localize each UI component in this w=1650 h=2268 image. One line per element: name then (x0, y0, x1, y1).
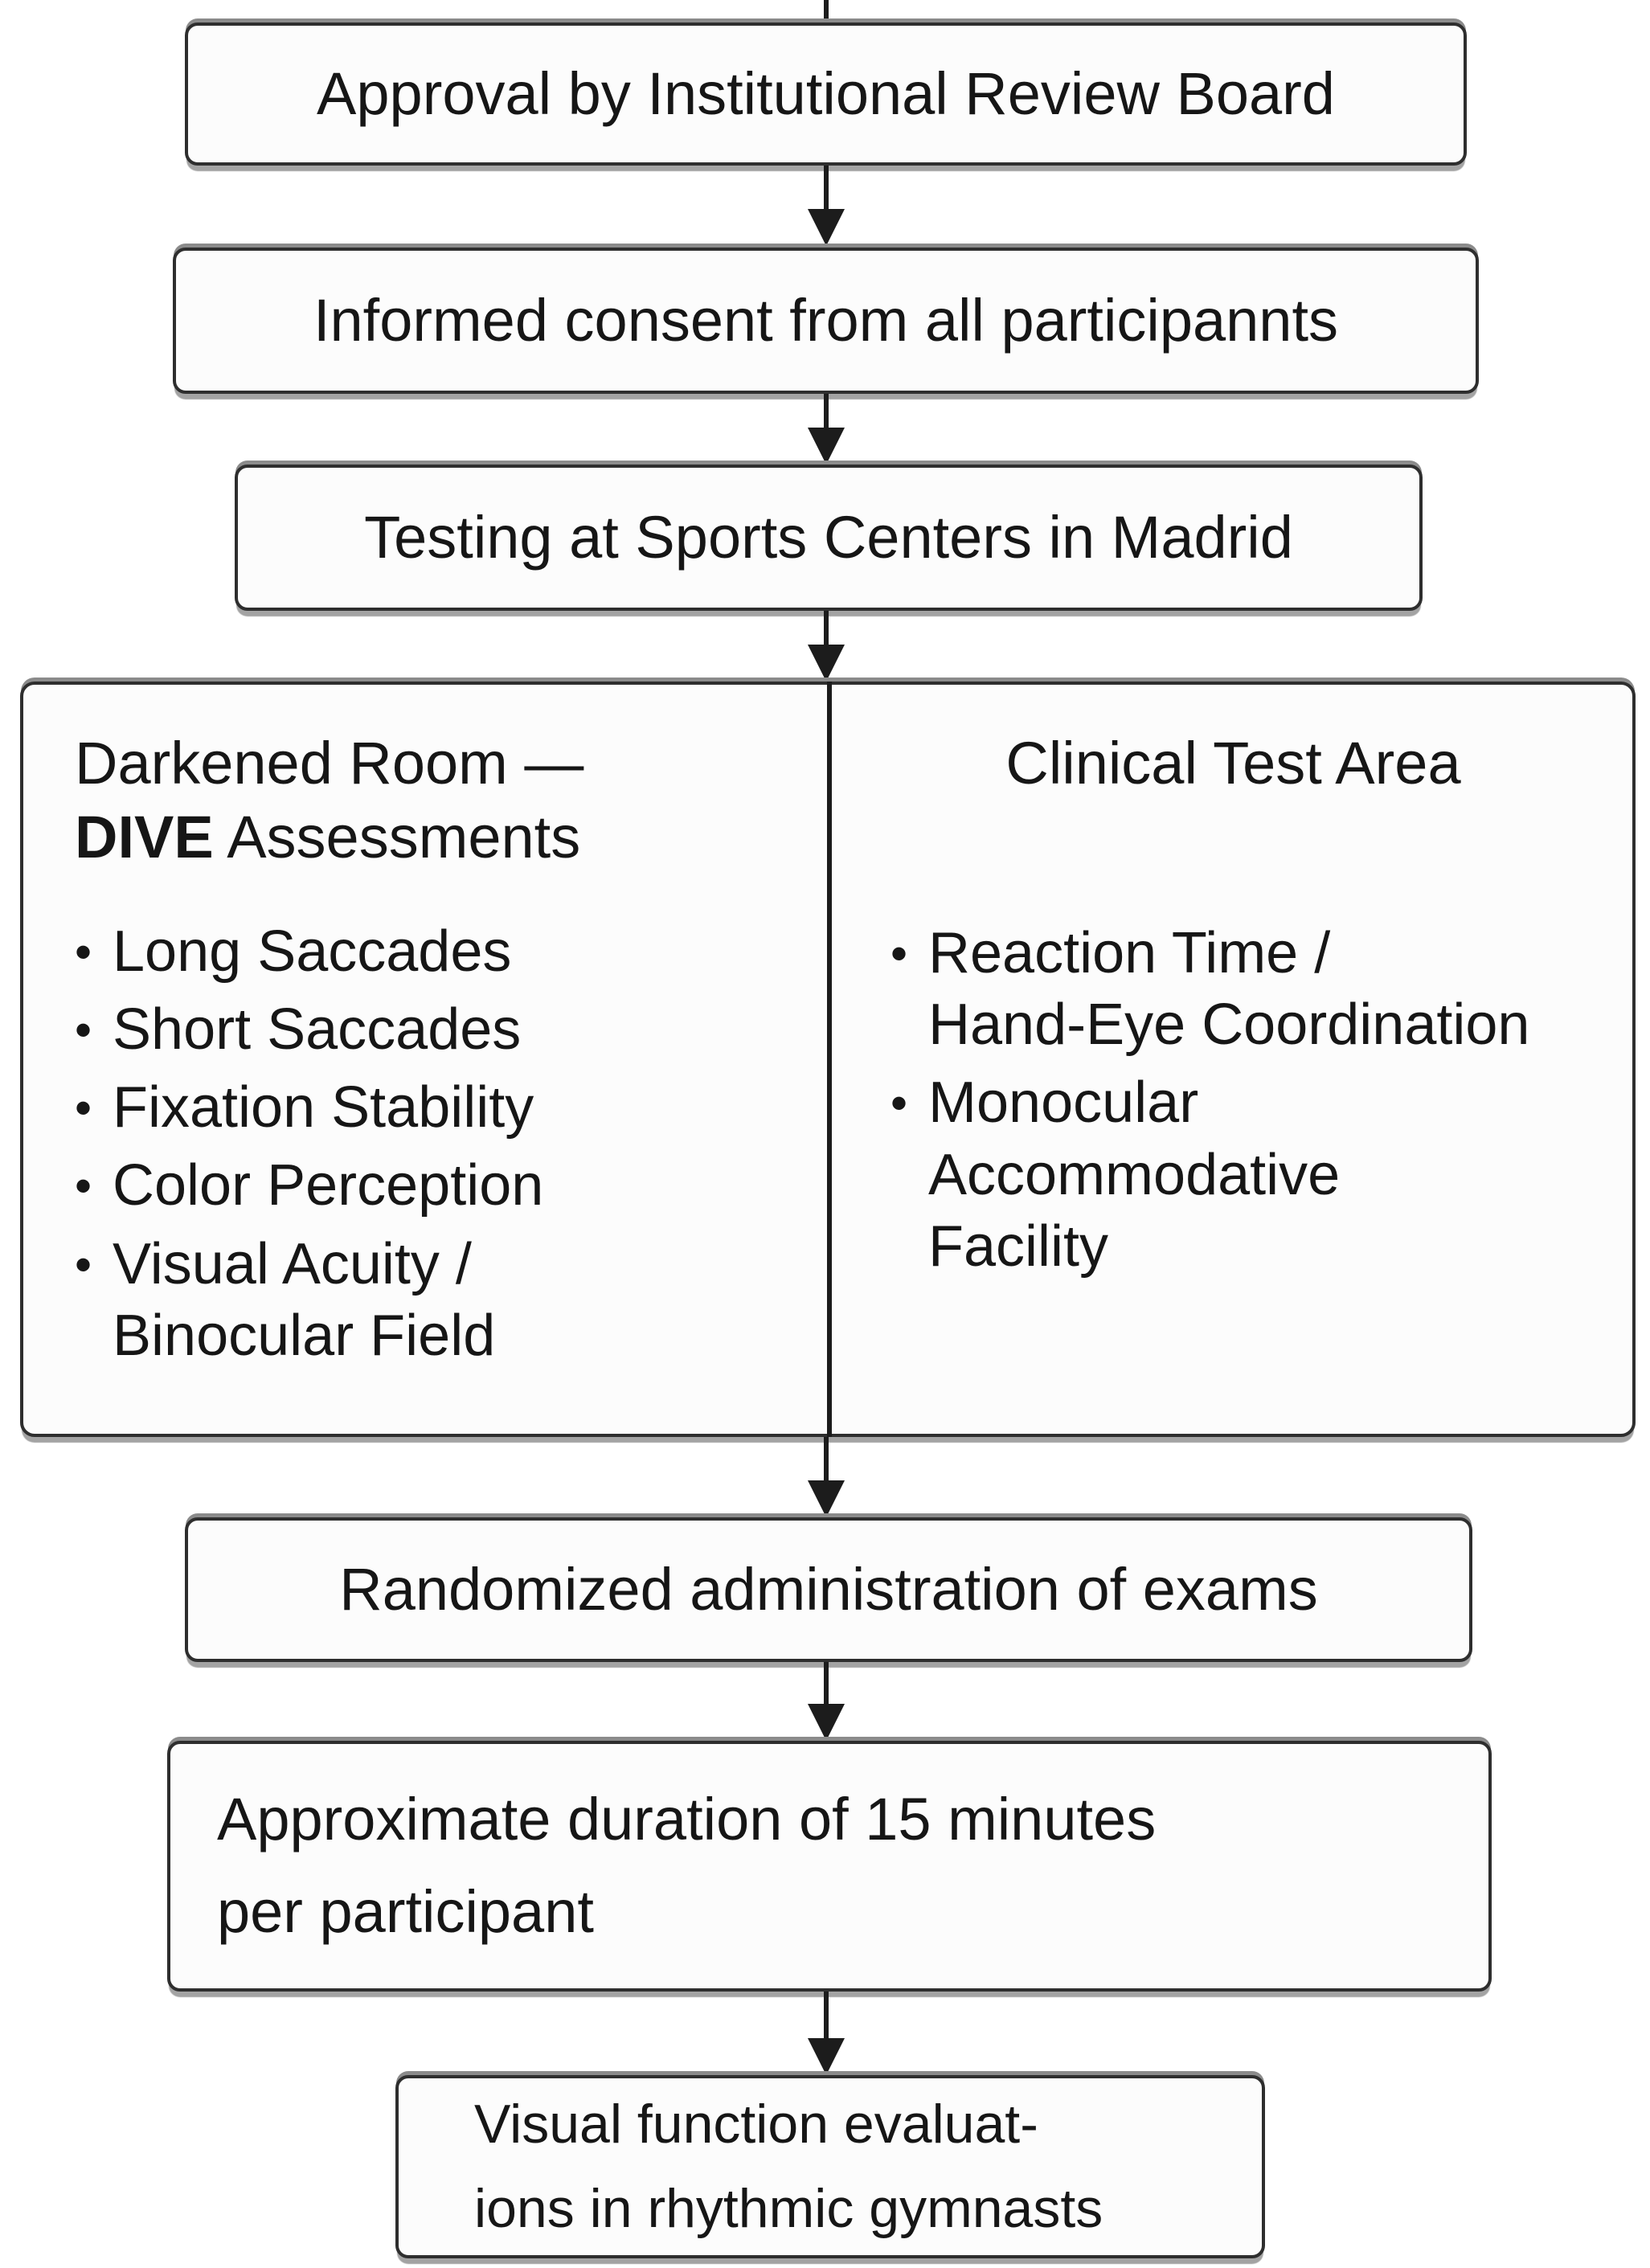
conclusion-line2: ions in rhythmic gymnasts (474, 2178, 1103, 2239)
bullet-icon: • (891, 926, 908, 980)
list-item: • Monocular Accommodative Facility (891, 1067, 1608, 1283)
darkened-room-title-line2: DIVE Assessments (75, 803, 581, 870)
clinical-test-list: • Reaction Time / Hand-Eye Coordination … (891, 918, 1608, 1283)
arrow-shaft (824, 166, 829, 209)
flow-node-label: Testing at Sports Centers in Madrid (364, 503, 1293, 571)
arrow-head-icon (808, 209, 845, 246)
bullet-icon: • (75, 1159, 92, 1214)
dive-assessment-list: • Long Saccades • Short Saccades • Fixat… (75, 916, 804, 1373)
duration-line2: per participant (217, 1878, 594, 1945)
list-item: • Short Saccades (75, 994, 804, 1066)
clinical-test-title: Clinical Test Area (1005, 730, 1461, 796)
arrow-connector-3 (806, 611, 846, 682)
arrow-head-icon (808, 645, 845, 682)
arrow-head-icon (808, 2038, 845, 2075)
flow-node-duration: Approximate duration of 15 minutes per p… (167, 1741, 1492, 1992)
flow-node-conclusion: Visual function evaluat- ions in rhythmi… (395, 2075, 1265, 2258)
arrow-shaft (824, 394, 829, 428)
darkened-room-title: Darkened Room — DIVE Assessments (75, 727, 804, 874)
arrow-shaft (824, 1662, 829, 1704)
flow-node-test-areas: Darkened Room — DIVE Assessments • Long … (20, 682, 1636, 1437)
bullet-icon: • (75, 1081, 92, 1136)
darkened-room-column: Darkened Room — DIVE Assessments • Long … (23, 685, 828, 1434)
arrow-shaft (824, 611, 829, 645)
flow-node-randomized-exams: Randomized administration of exams (185, 1517, 1472, 1662)
bullet-icon: • (75, 1237, 92, 1292)
arrow-connector-4 (806, 1437, 846, 1517)
list-item: • Fixation Stability (75, 1072, 804, 1144)
connector-stub (824, 0, 829, 24)
arrow-shaft (824, 1992, 829, 2038)
darkened-room-title-line1: Darkened Room — (75, 730, 584, 796)
arrow-head-icon (808, 1480, 845, 1517)
flow-node-testing-location: Testing at Sports Centers in Madrid (235, 465, 1423, 611)
list-item: • Color Perception (75, 1150, 804, 1222)
flow-node-informed-consent: Informed consent from all participannts (173, 248, 1479, 394)
arrow-shaft (824, 1437, 829, 1480)
arrow-head-icon (808, 428, 845, 465)
column-divider-line (827, 682, 832, 1437)
arrow-connector-2 (806, 394, 846, 465)
duration-line1: Approximate duration of 15 minutes (217, 1786, 1157, 1853)
bullet-icon: • (75, 924, 92, 979)
bullet-icon: • (891, 1076, 908, 1131)
arrow-connector-5 (806, 1662, 846, 1741)
flow-node-label: Randomized administration of exams (339, 1555, 1318, 1623)
conclusion-line1: Visual function evaluat- (474, 2093, 1038, 2155)
flow-node-label: Informed consent from all participannts (313, 286, 1339, 354)
list-item: • Reaction Time / Hand-Eye Coordination (891, 918, 1608, 1062)
list-item: • Long Saccades (75, 916, 804, 988)
clinical-test-column: Clinical Test Area • Reaction Time / Han… (828, 685, 1632, 1434)
bullet-icon: • (75, 1002, 92, 1057)
arrow-head-icon (808, 1704, 845, 1741)
arrow-connector-1 (806, 166, 846, 246)
flow-node-label: Visual function evaluat- ions in rhythmi… (474, 2082, 1103, 2252)
flow-node-label: Approximate duration of 15 minutes per p… (217, 1774, 1156, 1958)
arrow-connector-6 (806, 1992, 846, 2075)
flow-node-label: Approval by Institutional Review Board (317, 59, 1335, 127)
flow-node-irb-approval: Approval by Institutional Review Board (185, 23, 1467, 166)
list-item: • Visual Acuity / Binocular Field (75, 1229, 804, 1373)
